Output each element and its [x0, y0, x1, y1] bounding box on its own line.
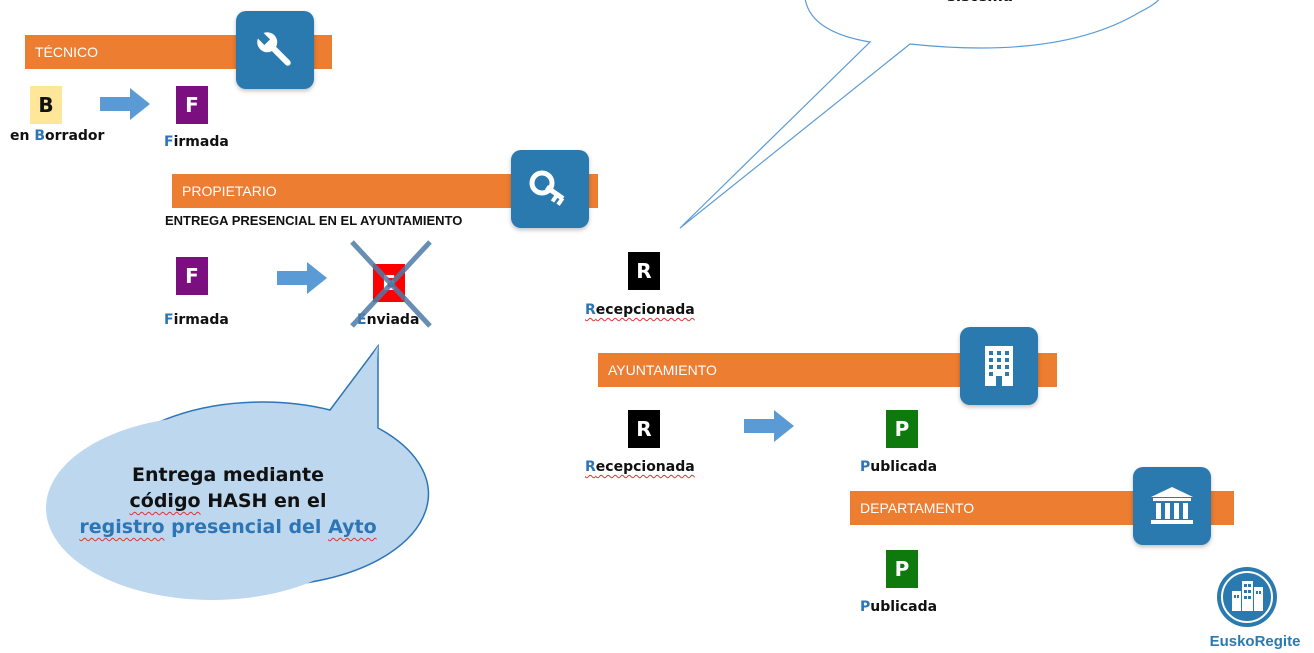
state-box-borrador: B [30, 86, 62, 124]
caption-initial: R [585, 302, 596, 318]
building-icon [960, 327, 1038, 405]
caption-prefix: en [10, 128, 35, 144]
caption-en-borrador: en Borrador [10, 128, 104, 144]
bubble-line-1: Entrega mediante [132, 464, 324, 486]
caption-publicada: Publicada [860, 459, 937, 475]
arrow-icon [277, 262, 327, 294]
caption-recepcionada: Recepcionada [585, 302, 695, 318]
state-box-firmada: F [176, 86, 208, 124]
bubble-line-2: código HASH en el [78, 488, 378, 514]
caption-rest: nviada [366, 312, 420, 328]
government-icon [1133, 467, 1211, 545]
key-icon [511, 150, 589, 228]
state-box-publicada-departamento: P [886, 550, 918, 588]
bubble-word-ayto: Ayto [328, 516, 377, 538]
caption-firmada: Firmada [164, 134, 229, 150]
brand-name: EuskoRegite [1209, 633, 1301, 650]
caption-initial: P [860, 459, 871, 475]
caption-rest: irmada [173, 312, 229, 328]
state-box-publicada: P [886, 410, 918, 448]
caption-rest: ecepcionada [595, 302, 695, 318]
caption-initial: R [585, 459, 596, 475]
caption-rest: ublicada [870, 459, 938, 475]
hash-bubble-text: Entrega mediante código HASH en el regis… [78, 462, 378, 540]
caption-initial: F [164, 134, 174, 150]
caption-publicada-departamento: Publicada [860, 599, 937, 615]
arrow-icon [744, 410, 794, 442]
caption-rest: ublicada [870, 599, 938, 615]
caption-recepcionada-ayto: Recepcionada [585, 459, 695, 475]
caption-initial: B [34, 128, 46, 144]
wrench-icon [236, 11, 314, 89]
bubble-word-hash: HASH en el [200, 490, 327, 512]
arrow-icon [100, 88, 150, 120]
top-speech-bubble [679, 0, 1160, 229]
caption-initial: F [164, 312, 174, 328]
top-bubble-text: sistema [920, 0, 1040, 5]
caption-rest: orrador [45, 128, 105, 144]
bubble-word-codigo: código [129, 490, 201, 512]
bubble-word-presencial: presencial del [164, 516, 329, 538]
euskoregite-logo [1217, 567, 1277, 627]
caption-rest: irmada [173, 134, 229, 150]
caption-rest: ecepcionada [595, 459, 695, 475]
caption-initial: E [357, 312, 367, 328]
caption-firmada-propietario: Firmada [164, 312, 229, 328]
state-box-firmada-propietario: F [176, 257, 208, 295]
bubble-word-registro: registro [79, 516, 165, 538]
bubble-line-3: registro presencial del Ayto [78, 514, 378, 540]
caption-initial: P [860, 599, 871, 615]
entrega-presencial-label: ENTREGA PRESENCIAL EN EL AYUNTAMIENTO [165, 213, 463, 228]
state-box-recepcionada-ayto: R [628, 410, 660, 448]
caption-enviada: Enviada [357, 312, 419, 328]
cross-out-icon [350, 240, 432, 328]
state-box-recepcionada: R [628, 252, 660, 290]
